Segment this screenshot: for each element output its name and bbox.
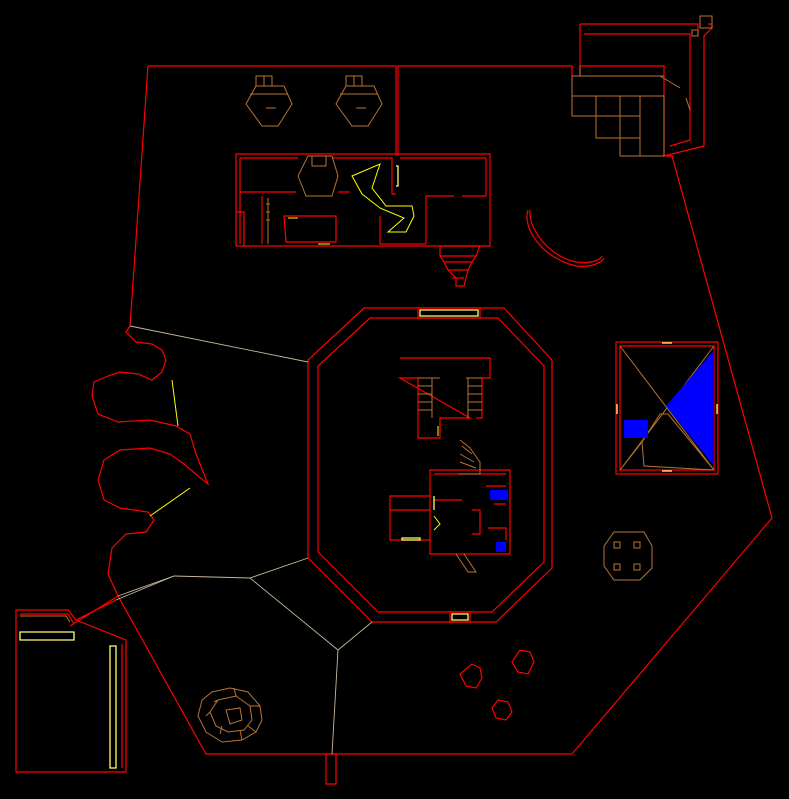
central-upper-block xyxy=(400,358,490,438)
step-edges xyxy=(20,16,714,742)
south-west-channel xyxy=(250,578,372,754)
outer-boundary-walls xyxy=(16,24,772,784)
central-lower-block xyxy=(390,470,510,554)
pyramid-diagonals xyxy=(620,346,714,470)
central-yellow-marker xyxy=(434,516,440,530)
hex-pedestal-east xyxy=(336,76,382,126)
pyramid-liquid-pool xyxy=(624,420,648,438)
central-south-stair xyxy=(456,554,476,572)
fortress-south-door xyxy=(452,614,468,620)
north-annex-tiny-room xyxy=(692,16,712,36)
fortress-north-gate xyxy=(418,308,480,318)
liquid-pools xyxy=(490,350,714,552)
west-room-stairs xyxy=(236,212,244,246)
north-house-yellow-shape xyxy=(352,164,414,232)
west-cliff-door-lower xyxy=(150,488,190,516)
north-house-inner xyxy=(240,158,486,244)
north-house-door-gate xyxy=(396,166,398,186)
north-annex-steps xyxy=(572,66,690,156)
west-courtyard-walkway xyxy=(118,576,174,596)
west-cliff-door xyxy=(172,380,178,426)
doors xyxy=(20,166,717,768)
south-west-hut xyxy=(16,610,126,772)
outer-boundary xyxy=(92,66,772,754)
north-house-steps xyxy=(440,246,480,286)
fortress-south-gate xyxy=(450,612,470,622)
shell-structure xyxy=(198,688,262,742)
north-house-outer xyxy=(236,154,490,246)
west-staircase xyxy=(266,198,270,244)
south-west-hut-door-vertical xyxy=(110,646,116,768)
fortress-outer xyxy=(308,308,552,622)
central-liquid-pool-upper xyxy=(490,490,508,500)
hex-pedestal-west xyxy=(246,76,292,126)
north-arc-wall xyxy=(527,210,604,266)
rock-cluster-2 xyxy=(512,650,534,674)
fortress-north-door xyxy=(420,310,478,316)
pyramid-liquid-triangle xyxy=(666,350,714,466)
central-stairs xyxy=(418,378,482,418)
octagonal-pillar xyxy=(604,532,652,580)
secret-lines xyxy=(150,164,440,530)
west-ledge xyxy=(116,558,308,600)
central-north-ramp xyxy=(458,440,480,474)
central-lower-door xyxy=(402,538,420,540)
rock-cluster-1 xyxy=(460,664,482,688)
west-cliff-top xyxy=(130,326,308,362)
west-courtyard-frame xyxy=(70,596,118,626)
rock-cluster-3 xyxy=(492,700,512,720)
north-house-hex-column xyxy=(298,156,338,196)
floor-edges xyxy=(116,326,372,754)
central-liquid-pool-lower xyxy=(496,542,506,552)
fortress-inner xyxy=(318,318,544,612)
north-annex xyxy=(580,24,712,156)
south-west-hut-door-horizontal xyxy=(20,632,74,640)
south-west-doorway-frame xyxy=(326,754,336,784)
south-west-hut-inner xyxy=(20,616,70,622)
